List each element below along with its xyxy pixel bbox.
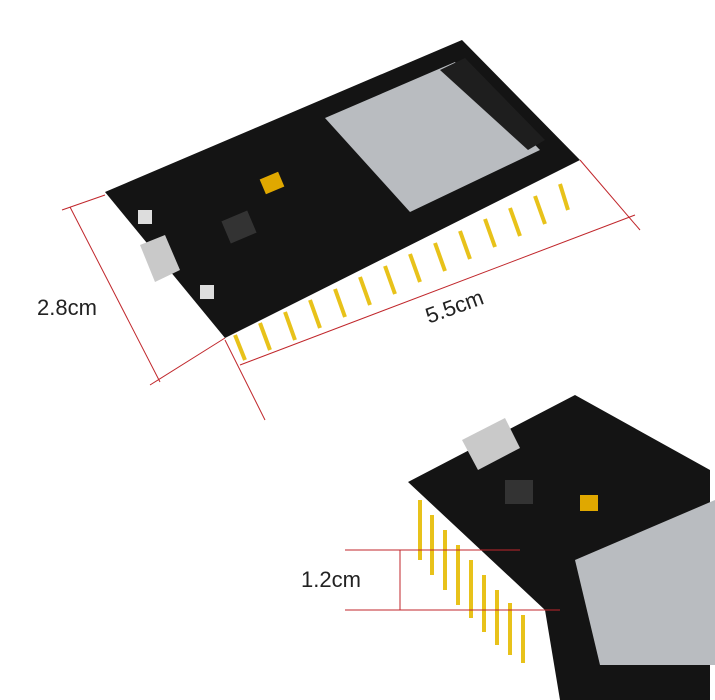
usb-port [462,418,520,470]
board-side-view [408,395,715,700]
antenna-area [440,58,545,150]
usb-chip [221,210,257,244]
boot-button [200,285,214,299]
width-label: 2.8cm [37,295,97,320]
en-button [138,210,152,224]
height-label: 1.2cm [301,567,361,592]
header-pins [233,183,570,361]
capacitor [259,171,285,195]
board-top-view [105,40,580,361]
usb-chip [505,480,533,504]
wifi-module-shield [575,500,715,665]
capacitor [580,495,598,511]
usb-port [140,235,180,282]
dimension-lines [61,159,641,421]
height-dimension-lines [345,549,560,611]
